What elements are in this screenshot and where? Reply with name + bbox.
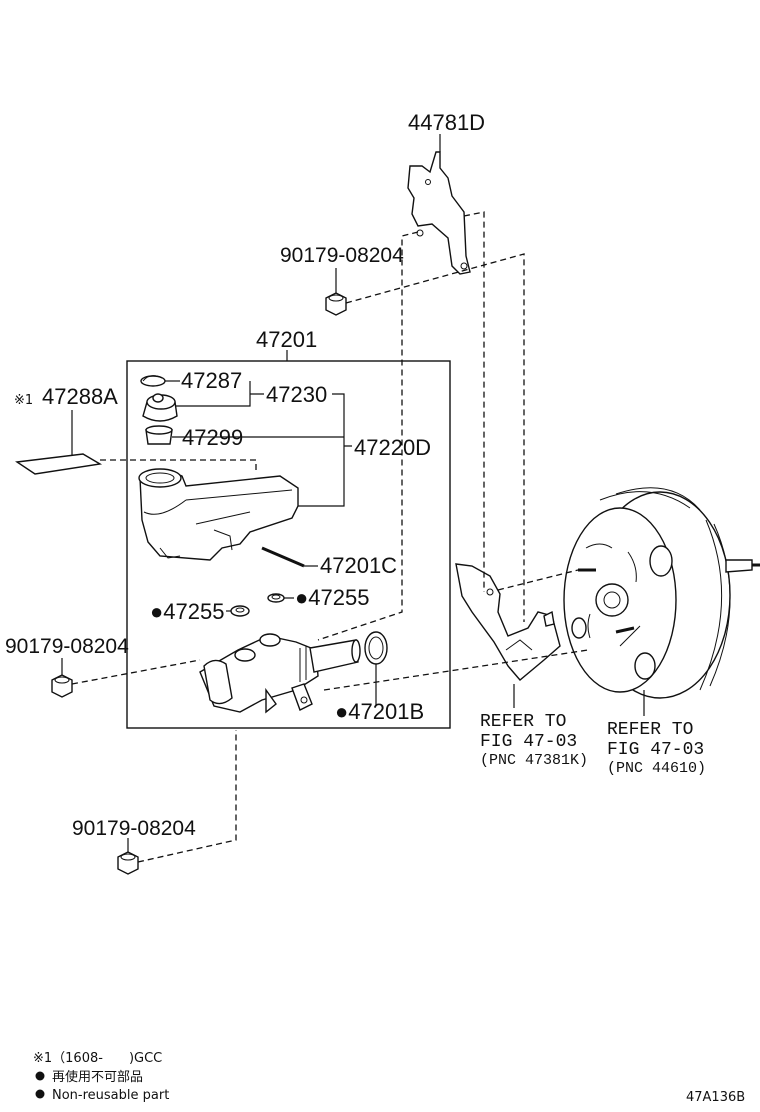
dash-nut-mid <box>71 659 201 685</box>
nut-top <box>325 292 347 316</box>
mounting-bracket-47381k <box>455 563 561 681</box>
dash-nut-bottom <box>137 730 237 863</box>
assembly-box <box>126 360 451 729</box>
dash-bracket-left <box>317 231 419 641</box>
bracket-44781d <box>407 151 471 275</box>
label-47201c: 47201C <box>320 553 397 578</box>
grommet-right <box>267 593 285 603</box>
brake-booster-44610 <box>563 487 760 699</box>
label-47230: 47230 <box>266 382 327 407</box>
reservoir-cap <box>142 393 178 422</box>
leader-47230 <box>176 381 264 407</box>
oring-47201b <box>364 631 388 665</box>
pin-47201c <box>261 546 305 568</box>
label-mark-1: ※1 <box>14 393 33 408</box>
legend-reuse-jp: 再使用不可部品 <box>52 1069 143 1085</box>
refer2-line3: (PNC 44610) <box>607 760 706 777</box>
reservoir-tank <box>138 468 299 561</box>
strainer-47299 <box>145 425 173 445</box>
refer2-line1: REFER TO <box>607 720 693 740</box>
refer1-line2: FIG 47-03 <box>480 732 577 752</box>
legend-dot-en <box>35 1089 45 1099</box>
label-47255-right: ●47255 <box>295 585 369 610</box>
dash-nut-top <box>345 253 525 622</box>
figure-code: 47A136B <box>686 1090 745 1105</box>
label-47287: 47287 <box>181 368 242 393</box>
refer2-line2: FIG 47-03 <box>607 740 704 760</box>
leader-47220d <box>298 393 352 507</box>
legend-reuse-en: Non-reusable part <box>52 1088 169 1103</box>
caution-plate <box>15 453 103 475</box>
label-44781d: 44781D <box>408 110 485 135</box>
legend-note-1: ※1（1608- )GCC <box>33 1051 162 1066</box>
label-47288a: 47288A <box>42 384 118 409</box>
nut-mid <box>51 674 73 698</box>
refer1-line3: (PNC 47381K) <box>480 752 588 769</box>
legend-dot-jp <box>35 1071 45 1081</box>
dash-plate <box>100 459 257 470</box>
label-47220d: 47220D <box>354 435 431 460</box>
label-nut-bottom: 90179-08204 <box>72 817 196 840</box>
cap-gasket-47287 <box>140 375 166 387</box>
label-nut-mid: 90179-08204 <box>5 635 129 658</box>
master-cylinder-body <box>199 633 361 714</box>
dash-booster-bottom <box>323 649 589 691</box>
refer1-line1: REFER TO <box>480 712 566 732</box>
dash-booster-top <box>497 569 579 591</box>
label-47255-left: ●47255 <box>150 599 224 624</box>
label-47299: 47299 <box>182 425 243 450</box>
grommet-left <box>230 605 250 617</box>
label-nut-top: 90179-08204 <box>280 244 404 267</box>
label-47201b: ●47201B <box>335 699 424 724</box>
nut-bottom <box>117 851 139 875</box>
dash-bracket-right <box>463 211 485 592</box>
label-47201: 47201 <box>256 327 317 352</box>
